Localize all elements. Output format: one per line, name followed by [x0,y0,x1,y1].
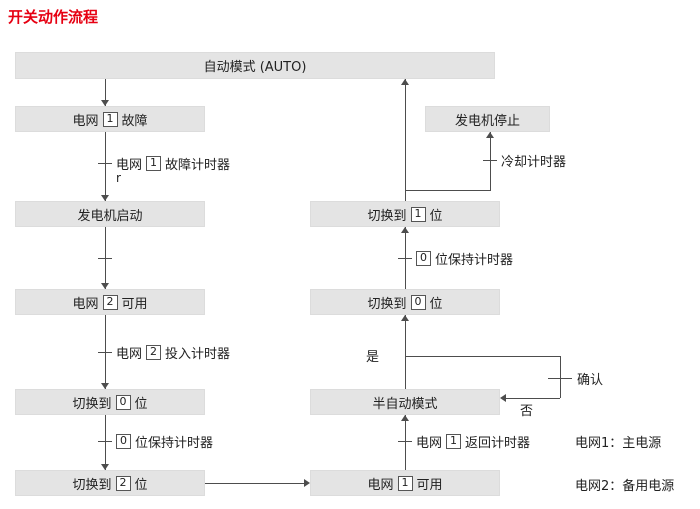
boxed-digit: 2 [115,475,131,491]
timer-tick [98,163,112,164]
timer-label: 位保持计时器 [135,435,214,451]
arrow-left-icon [500,394,506,402]
boxed-digit: 0 [116,433,131,449]
box-semi-auto: 半自动模式 [310,389,500,415]
timer-tick [98,352,112,353]
arrow-up-icon [486,132,494,138]
confirm-tick [548,378,572,379]
timer-tick [98,258,112,259]
box-label: 可用 [121,296,148,312]
label-decision-no: 否 [520,403,534,419]
timer-tick [398,441,412,442]
box-label: 电网 [72,296,99,312]
timer-tick [98,441,112,442]
connector-switch2-to-grid1avail [205,483,305,484]
connector-grid1fault-to-genstart [105,132,106,201]
box-label: 位 [429,296,443,312]
timer-tick [483,160,497,161]
connector-semiauto-to-switch0r [405,315,406,389]
arrow-down-icon [101,195,109,201]
timer-label: 电网 [116,346,143,362]
timer-label: 投入计时器 [165,346,231,362]
box-label: 切换到 [72,396,112,412]
box-switch-to-0-left: 切换到 0 位 [15,389,205,415]
box-gen-stop: 发电机停止 [425,106,550,132]
box-switch-to-0-right: 切换到 0 位 [310,289,500,315]
box-label: 位 [134,477,148,493]
arrow-down-icon [101,383,109,389]
box-label: 切换到 [72,477,112,493]
connector-confirm-branch-top [405,356,561,357]
timer-label: 位保持计时器 [435,252,514,268]
page-title: 开关动作流程 [8,8,99,26]
arrow-right-icon [304,479,310,487]
boxed-digit: 1 [397,475,413,491]
connector-branch-to-genstop-horizontal [405,190,491,191]
boxed-digit: 0 [410,294,426,310]
arrow-up-icon [401,227,409,233]
timer-label: 返回计时器 [465,435,531,451]
connector-grid1avail-to-semiauto [405,415,406,470]
box-label: 可用 [416,477,443,493]
box-label: 切换到 [367,296,407,312]
box-label: 切换到 [367,208,407,224]
arrow-down-icon [101,100,109,106]
label-cooling-timer: 冷却计时器 [501,151,567,170]
box-label: 自动模式 (AUTO) [203,60,307,75]
boxed-digit: 1 [446,433,462,449]
connector-branch-to-genstop-vertical [490,132,491,190]
box-label: 半自动模式 [372,396,438,412]
box-grid1-avail: 电网 1 可用 [310,470,500,496]
timer-label: 故障计时器 [165,157,231,173]
label-pos0-hold-timer-left: 0 位保持计时器 [116,432,214,451]
box-grid1-fault: 电网 1 故障 [15,106,205,132]
connector-auto-to-grid1fault [105,79,106,106]
boxed-digit: 2 [146,344,162,360]
boxed-digit: 1 [410,206,426,222]
arrow-up-icon [401,79,409,85]
box-label: 位 [429,208,443,224]
label-grid1-return-timer: 电网 1 返回计时器 [416,432,531,451]
box-grid2-avail: 电网 2 可用 [15,289,205,315]
connector-switch0-to-switch2 [105,415,106,470]
box-label: 发电机停止 [454,113,520,129]
timer-label: 电网 [116,157,143,173]
boxed-digit: 1 [102,111,118,127]
box-label: 电网 [72,113,99,129]
timer-label: 电网 [416,435,443,451]
label-grid1-fault-timer: 电网 1 故障计时器 [116,154,231,173]
legend-grid1: 电网1：主电源 [575,436,662,451]
box-label: 位 [134,396,148,412]
connector-confirm-branch-vertical [560,356,561,398]
box-switch-to-2: 切换到 2 位 [15,470,205,496]
label-decision-confirm: 确认 [577,372,604,388]
connector-no-to-semiauto [506,398,560,399]
boxed-digit: 0 [416,250,431,266]
box-label: 发电机启动 [77,208,143,224]
label-decision-yes: 是 [366,349,380,365]
box-label: 电网 [367,477,394,493]
box-gen-start: 发电机启动 [15,201,205,227]
boxed-digit: 0 [115,394,131,410]
label-grid2-close-timer: 电网 2 投入计时器 [116,343,231,362]
legend-grid2: 电网2：备用电源 [575,479,675,494]
arrow-up-icon [401,315,409,321]
arrow-up-icon [401,415,409,421]
boxed-digit: 2 [102,294,118,310]
box-auto-mode: 自动模式 (AUTO) [15,52,495,79]
box-switch-to-1: 切换到 1 位 [310,201,500,227]
timer-tick [398,258,412,259]
timer-label: 冷却计时器 [501,154,567,170]
arrow-down-icon [101,283,109,289]
label-pos0-hold-timer-right: 0 位保持计时器 [416,249,514,268]
boxed-digit: 1 [146,155,162,171]
connector-switch1-to-auto [405,79,406,201]
box-label: 故障 [121,113,148,129]
arrow-down-icon [101,464,109,470]
stray-character: r [116,171,121,185]
